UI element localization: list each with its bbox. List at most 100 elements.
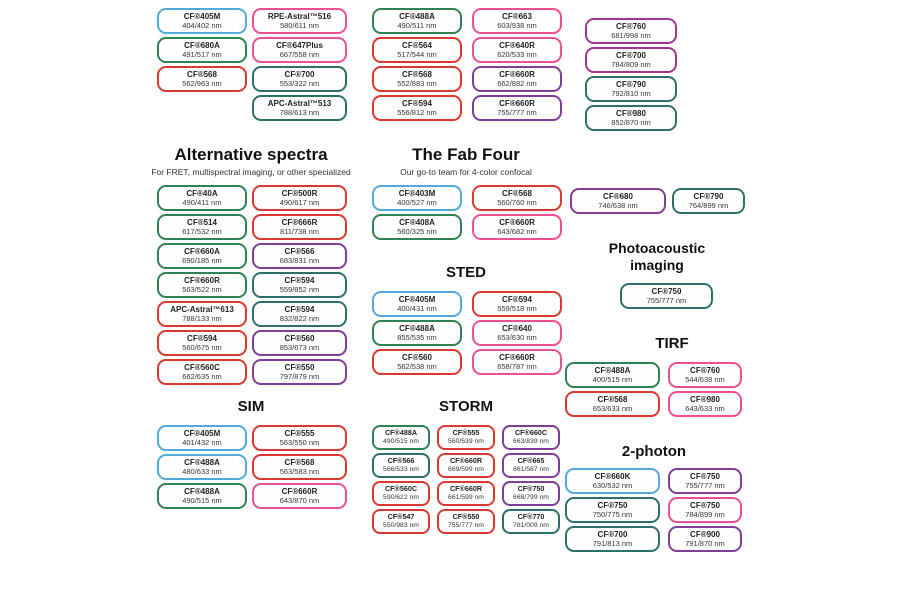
dye-name: CF®405M xyxy=(183,428,221,438)
dye-wavelengths: 643/870 nm xyxy=(279,496,320,506)
dye-name: CF®566 xyxy=(387,456,415,466)
dye-wavelengths: 746/638 nm xyxy=(598,201,638,211)
dye-name: CF®568 xyxy=(502,188,532,198)
dye-wavelengths: 401/432 nm xyxy=(182,438,222,448)
dye-wavelengths: 662/882 nm xyxy=(497,79,537,89)
dye-wavelengths: 690/185 nm xyxy=(182,256,222,266)
dye-wavelengths: 480/633 nm xyxy=(182,467,222,477)
dye-wavelengths: 661/587 nm xyxy=(513,465,549,473)
section-subtitle-fab-four: Our go-to team for 4-color confocal xyxy=(400,167,532,177)
dye-name: CF®547 xyxy=(387,512,415,522)
dye-wavelengths: 490/511 nm xyxy=(397,21,437,31)
dye-wavelengths: 550/983 nm xyxy=(383,521,419,529)
dye-wavelengths: 400/431 nm xyxy=(397,304,437,314)
dye-name: CF®560C xyxy=(384,484,418,494)
dye-name: CF®700 xyxy=(597,529,628,539)
dye-name: CF®647Plus xyxy=(276,40,323,50)
dye-name: CF®660R xyxy=(499,217,535,227)
dye-name: CF®488A xyxy=(184,486,220,496)
dye-wavelengths: 490/515 nm xyxy=(383,437,419,445)
dye-name: CF®405M xyxy=(183,11,221,21)
dye-wavelengths: 562/963 nm xyxy=(182,79,222,89)
dye-wavelengths: 764/899 nm xyxy=(688,201,729,211)
dye-wavelengths: 663/839 nm xyxy=(513,437,549,445)
dye-name: CF®403M xyxy=(398,188,436,198)
dye-wavelengths: 517/544 nm xyxy=(397,50,437,60)
dye-name: CF®488A xyxy=(594,365,631,375)
dye-name: CF®980 xyxy=(690,394,720,404)
dye-name: CF®660K xyxy=(594,471,631,481)
dye-wavelengths: 755/777 nm xyxy=(685,481,725,491)
dye-name: CF®750 xyxy=(651,286,682,296)
dye-name: CF®660R xyxy=(499,98,535,108)
dye-name: CF®560 xyxy=(284,333,315,343)
dye-wavelengths: 855/535 nm xyxy=(397,333,437,343)
dye-name: CF®594 xyxy=(402,98,432,108)
dye-name: CF®560 xyxy=(402,352,432,362)
dye-wavelengths: 832/822 nm xyxy=(279,314,320,324)
dye-name: CF®555 xyxy=(284,428,315,438)
dye-name: CF®488A xyxy=(184,457,220,467)
dye-name: CF®660C xyxy=(514,428,548,438)
dye-name: CF®700 xyxy=(616,50,646,60)
dye-wavelengths: 788/133 nm xyxy=(182,314,222,324)
dye-wavelengths: 563/550 nm xyxy=(279,438,320,448)
dye-wavelengths: 544/638 nm xyxy=(685,375,725,385)
section-title-sted: STED xyxy=(445,264,487,281)
section-title-photoacoustic: Photoacoustic imaging xyxy=(608,240,706,273)
dye-name: CF®900 xyxy=(690,529,720,539)
dye-name: CF®550 xyxy=(452,512,480,522)
dye-wavelengths: 559/518 nm xyxy=(497,304,537,314)
dye-name: CF®405M xyxy=(398,294,436,304)
section-title-alternative-spectra: Alternative spectra xyxy=(174,145,328,164)
dye-wavelengths: 667/558 nm xyxy=(279,50,320,60)
dye-wavelengths: 400/527 nm xyxy=(397,198,437,208)
dye-name: CF®488A xyxy=(399,323,435,333)
dye-wavelengths: 404/402 nm xyxy=(182,21,222,31)
section-title-fab-four: The Fab Four xyxy=(412,145,520,164)
dye-wavelengths: 784/899 nm xyxy=(685,510,725,520)
dye-wavelengths: 852/870 nm xyxy=(611,118,651,128)
dye-name: CF®750 xyxy=(690,500,720,510)
dye-name: CF®550 xyxy=(284,362,315,372)
dye-name: CF®750 xyxy=(690,471,720,481)
dye-name: CF®566 xyxy=(284,246,315,256)
